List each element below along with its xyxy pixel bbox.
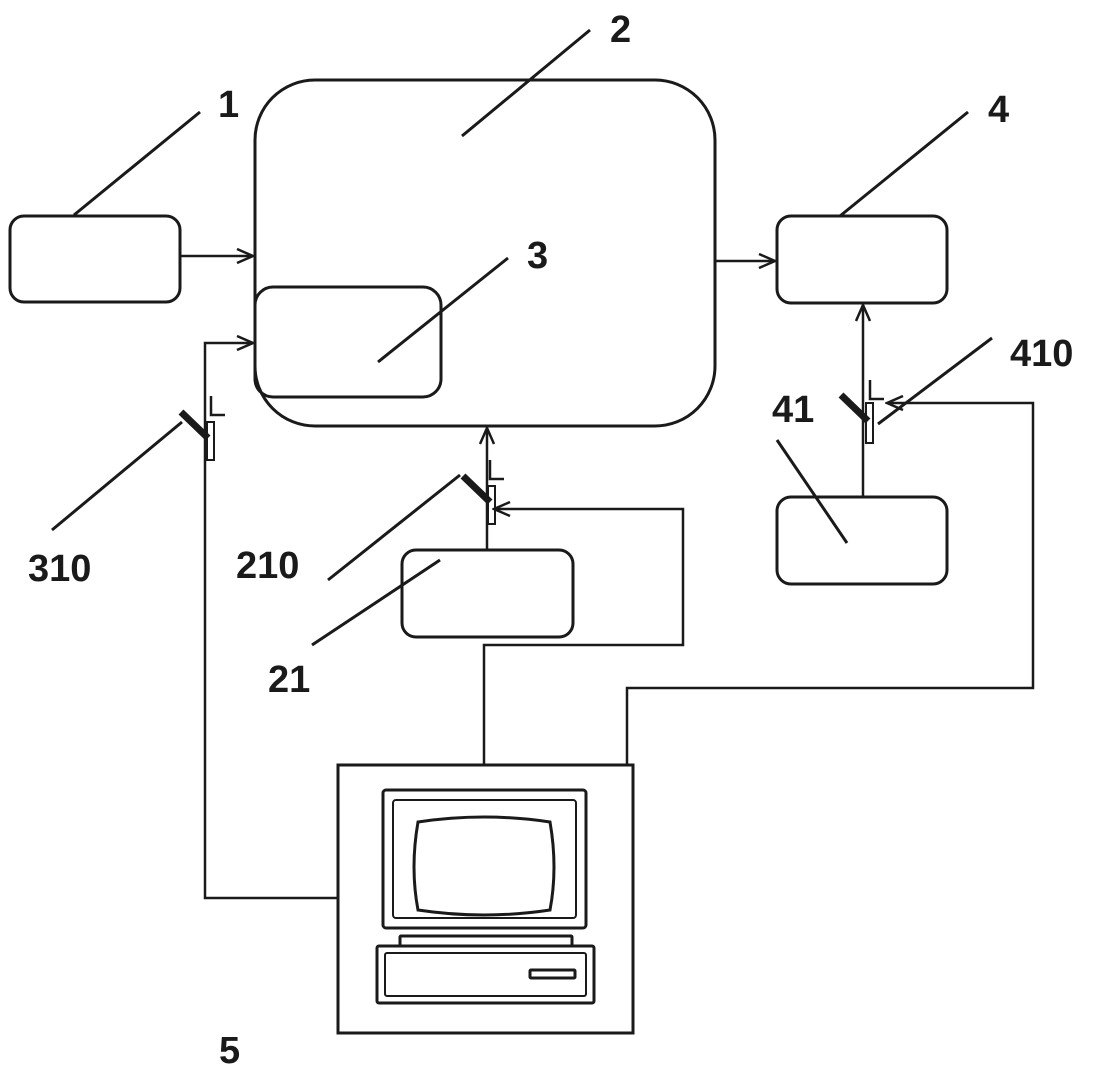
label-2: 2 <box>610 9 631 51</box>
leader-210 <box>327 473 461 582</box>
block-3 <box>253 285 443 399</box>
label-310: 310 <box>28 548 91 590</box>
block-21 <box>400 548 575 639</box>
block-4 <box>775 214 949 305</box>
computer-icon <box>336 763 635 1035</box>
label-210: 210 <box>236 545 299 587</box>
leader-410 <box>877 336 993 426</box>
block-41 <box>775 495 949 586</box>
control-line-410 <box>625 403 1035 765</box>
label-410: 410 <box>1010 333 1073 375</box>
valve-310-icon <box>178 396 225 461</box>
leader-2 <box>461 28 591 138</box>
label-5: 5 <box>219 1030 240 1072</box>
control-line-310 <box>203 343 338 900</box>
label-4: 4 <box>988 89 1009 131</box>
valve-410-icon <box>838 380 884 444</box>
valve-210-icon <box>460 460 504 525</box>
label-21: 21 <box>268 659 310 701</box>
control-line-210 <box>482 509 685 765</box>
block-2 <box>253 78 717 428</box>
leader-41 <box>775 439 849 544</box>
leader-1 <box>73 110 201 217</box>
leader-4 <box>839 110 969 218</box>
leader-21 <box>311 558 441 647</box>
label-3: 3 <box>527 235 548 277</box>
label-41: 41 <box>772 389 814 431</box>
leader-3 <box>377 256 509 364</box>
leader-310 <box>51 420 183 532</box>
block-1 <box>8 214 182 304</box>
label-1: 1 <box>218 84 239 126</box>
